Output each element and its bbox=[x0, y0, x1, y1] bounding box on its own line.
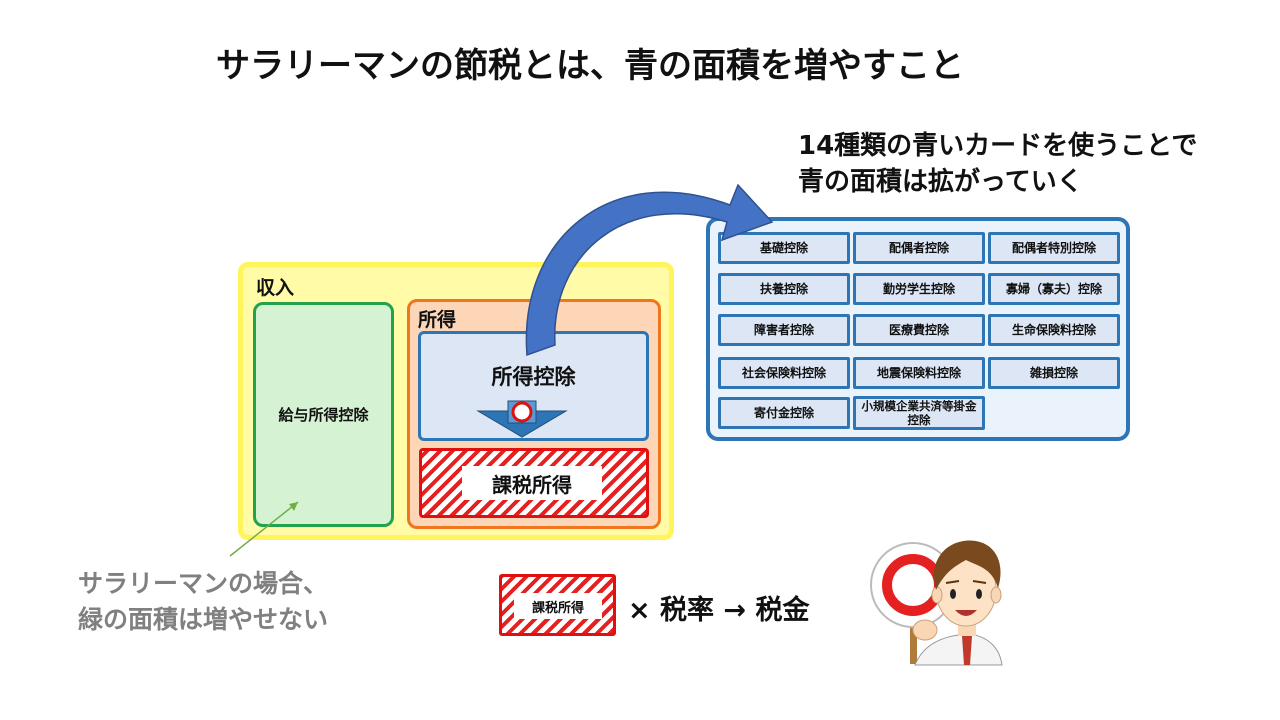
formula-text: × 税率 → 税金 bbox=[628, 595, 810, 626]
income-label: 収入 bbox=[256, 277, 295, 299]
note-line-2: 緑の面積は増やせない bbox=[78, 605, 329, 634]
deduction-card: 扶養控除 bbox=[718, 273, 850, 305]
curved-arrow-icon bbox=[525, 183, 774, 357]
page-title: サラリーマンの節税とは、青の面積を増やすこと bbox=[216, 46, 964, 86]
deduction-cards-panel: 基礎控除 配偶者控除 配偶者特別控除 扶養控除 勤労学生控除 寡婦（寡夫）控除 … bbox=[706, 217, 1130, 441]
deduction-card: 雑損控除 bbox=[988, 357, 1120, 389]
deduction-card: 地震保険料控除 bbox=[853, 357, 985, 389]
callout-text: 14種類の青いカードを使うことで 青の面積は拡がっていく bbox=[798, 128, 1197, 200]
businessman-illustration bbox=[870, 540, 1003, 666]
callout-line-1: 14種類の青いカードを使うことで bbox=[798, 131, 1198, 161]
income-after-label: 所得 bbox=[418, 309, 457, 331]
note-pointer-arrow bbox=[229, 501, 299, 557]
taxable-income-label: 課税所得 bbox=[462, 466, 602, 500]
deduction-card: 配偶者特別控除 bbox=[988, 232, 1120, 264]
deduction-card: 寡婦（寡夫）控除 bbox=[988, 273, 1120, 305]
taxable-income-box bbox=[419, 448, 649, 518]
deduction-card: 基礎控除 bbox=[718, 232, 850, 264]
salary-deduction-box: 給与所得控除 bbox=[253, 302, 394, 527]
income-deduction-label: 所得控除 bbox=[491, 365, 576, 389]
circle-mark-icon bbox=[511, 401, 533, 423]
callout-line-2: 青の面積は拡がっていく bbox=[798, 167, 1083, 197]
salary-note: サラリーマンの場合、 緑の面積は増やせない bbox=[78, 566, 328, 638]
note-line-1: サラリーマンの場合、 bbox=[78, 569, 329, 598]
deduction-card: 小規模企業共済等掛金控除 bbox=[853, 396, 985, 430]
deduction-card: 医療費控除 bbox=[853, 314, 985, 346]
deduction-card: 勤労学生控除 bbox=[853, 273, 985, 305]
deduction-card: 障害者控除 bbox=[718, 314, 850, 346]
salary-deduction-label: 給与所得控除 bbox=[278, 406, 369, 424]
deduction-card: 生命保険料控除 bbox=[988, 314, 1120, 346]
deduction-card: 社会保険料控除 bbox=[718, 357, 850, 389]
deduction-card: 配偶者控除 bbox=[853, 232, 985, 264]
deduction-card: 寄付金控除 bbox=[718, 397, 850, 429]
formula-taxable-label: 課税所得 bbox=[514, 593, 602, 619]
